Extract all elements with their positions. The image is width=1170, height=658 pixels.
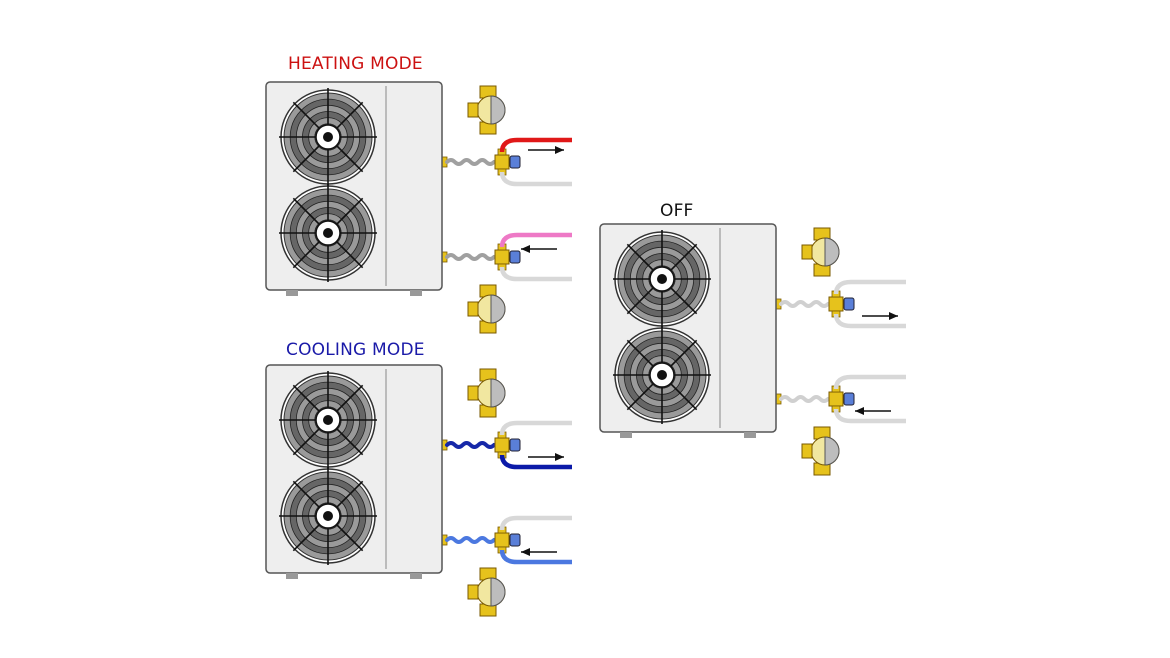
flow-arrow [855,407,891,415]
flow-arrow [521,548,557,556]
supply-pipe-lower [499,454,572,470]
fan-icon [279,371,377,469]
brass-valve-icon [494,526,521,554]
fan-icon [279,467,377,565]
brass-valve-icon [494,243,521,271]
off-mode-title: OFF [660,201,694,221]
supply-pipe-upper [833,279,906,295]
brass-valve-icon [467,85,506,135]
flow-arrow [521,245,557,253]
supply-pipe-lower [499,171,572,187]
return-pipe-lower [499,266,572,282]
heating-mode-title: HEATING MODE [288,54,423,74]
supply-pipe-upper [499,420,572,436]
flex-hose [445,441,496,449]
off-assembly [774,227,906,476]
brass-valve-icon [494,431,521,459]
cooling-assembly [440,368,572,617]
heating-assembly [440,85,572,334]
brass-valve-icon [467,368,506,418]
fan-icon [279,184,377,282]
brass-valve-icon [828,290,855,318]
brass-valve-icon [467,567,506,617]
outdoor-unit [265,364,443,579]
fan-icon [279,88,377,186]
flow-arrow [528,453,564,461]
brass-valve-icon [467,284,506,334]
fan-icon [613,230,711,328]
outdoor-unit [599,223,777,438]
outdoor-unit [265,81,443,296]
flex-hose [779,300,830,308]
return-pipe-upper [833,374,906,390]
brass-valve-icon [801,426,840,476]
cooling-mode-title: COOLING MODE [286,340,425,360]
return-pipe-lower [499,549,572,565]
flex-hose [445,536,496,544]
return-pipe-upper [499,232,572,248]
flow-arrow [528,146,564,154]
flex-hose [445,158,496,166]
fan-icon [613,326,711,424]
supply-pipe-lower [833,313,906,329]
brass-valve-icon [828,385,855,413]
brass-valve-icon [494,148,521,176]
return-pipe-upper [499,515,572,531]
return-pipe-lower [833,408,906,424]
flow-arrow [862,312,898,320]
brass-valve-icon [801,227,840,277]
flex-hose [445,253,496,261]
flex-hose [779,395,830,403]
supply-pipe-upper [499,137,572,153]
